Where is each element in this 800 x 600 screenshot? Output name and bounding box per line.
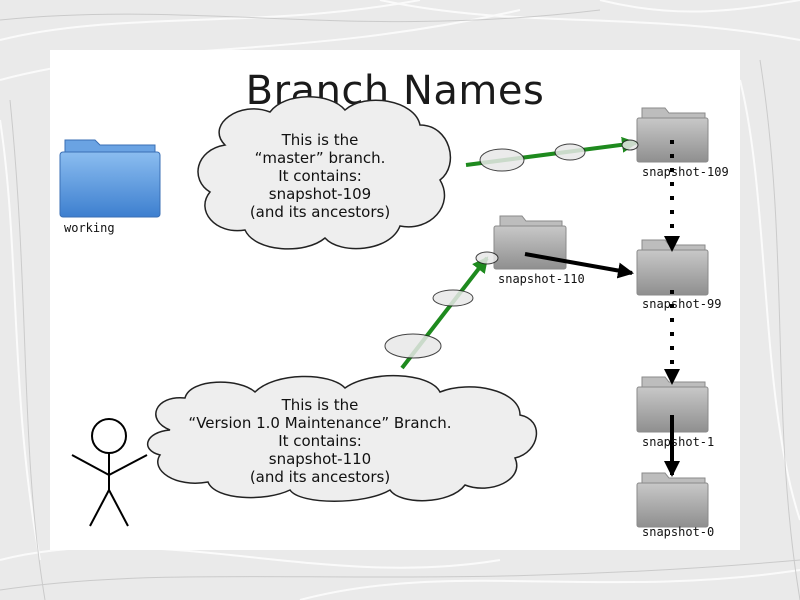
maintenance-line-2: “Version 1.0 Maintenance” Branch. <box>188 414 452 432</box>
parent-arrow-110-to-99 <box>524 252 634 279</box>
stick-figure-icon <box>71 418 148 527</box>
thought-bubble-large-2 <box>384 333 442 359</box>
snapshot-1-label: snapshot-1 <box>642 435 715 449</box>
maintenance-cloud-text: This is the “Version 1.0 Maintenance” Br… <box>170 396 470 486</box>
thought-bubble-small <box>621 139 639 151</box>
maintenance-line-3: It contains: <box>278 432 362 450</box>
thought-bubble-small-2 <box>475 251 499 265</box>
cloud-maintenance <box>146 374 537 502</box>
working-folder-icon[interactable] <box>59 139 161 218</box>
maintenance-line-1: This is the <box>281 396 359 414</box>
master-line-1: This is the <box>281 131 359 149</box>
maintenance-line-4: snapshot-110 <box>268 450 372 468</box>
thought-bubble-large <box>479 148 525 172</box>
snapshot-99-label: snapshot-99 <box>642 297 722 311</box>
snapshot-109-label: snapshot-109 <box>642 165 729 179</box>
master-cloud-text: This is the “master” branch. It contains… <box>230 131 410 221</box>
master-line-2: “master” branch. <box>254 149 386 167</box>
snapshot-0-label: snapshot-0 <box>642 525 715 539</box>
maintenance-line-5: (and its ancestors) <box>249 468 391 486</box>
cloud-master <box>197 96 451 250</box>
master-line-4: snapshot-109 <box>268 185 372 203</box>
working-folder-label: working <box>64 221 115 235</box>
snapshot-109-folder-icon[interactable] <box>636 107 709 163</box>
snapshot-99-folder-icon[interactable] <box>636 239 709 296</box>
master-line-5: (and its ancestors) <box>249 203 391 221</box>
snapshot-0-folder-icon[interactable] <box>636 472 709 528</box>
snapshot-110-label: snapshot-110 <box>498 272 585 286</box>
thought-bubble-medium-2 <box>432 289 474 307</box>
thought-bubble-medium <box>554 143 586 161</box>
master-line-3: It contains: <box>278 167 362 185</box>
